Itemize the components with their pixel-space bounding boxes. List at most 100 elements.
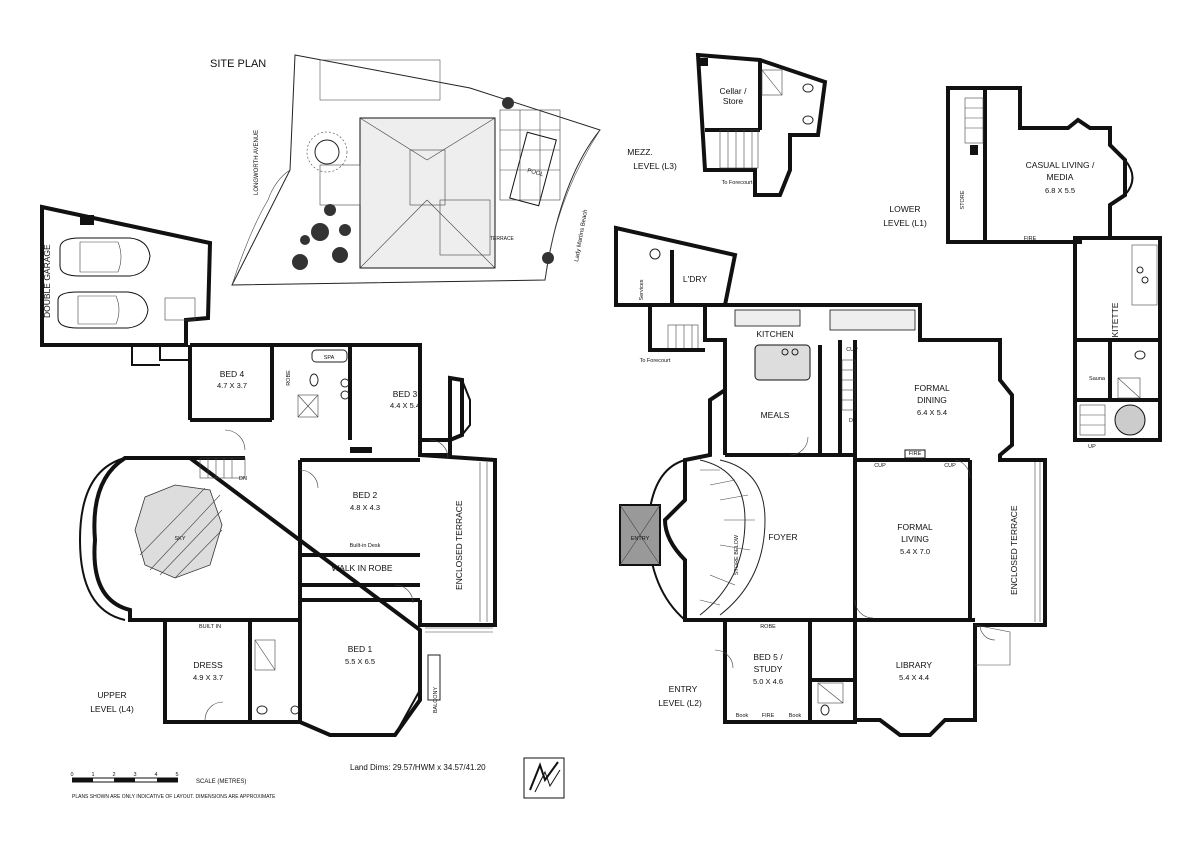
svg-text:L'DRY: L'DRY <box>683 274 707 284</box>
upper-level-subtitle: LEVEL (L4) <box>90 704 134 714</box>
svg-text:TERRACE: TERRACE <box>490 236 515 242</box>
svg-text:BED 3: BED 3 <box>393 389 418 399</box>
svg-text:ENCLOSED TERRACE: ENCLOSED TERRACE <box>1009 505 1019 595</box>
svg-text:WALK IN ROBE: WALK IN ROBE <box>331 563 392 573</box>
svg-text:Lady Martins Beach: Lady Martins Beach <box>574 209 589 262</box>
svg-text:BED 5 /: BED 5 / <box>753 652 783 662</box>
svg-text:Services: Services <box>639 279 645 300</box>
disclaimer: PLANS SHOWN ARE ONLY INDICATIVE OF LAYOU… <box>72 794 276 800</box>
site-pool <box>509 131 557 207</box>
svg-text:4.7 X 3.7: 4.7 X 3.7 <box>217 381 247 390</box>
mezz-walls <box>695 52 828 197</box>
svg-text:POOL: POOL <box>526 168 544 178</box>
svg-text:DINING: DINING <box>917 395 947 405</box>
svg-text:Built-in Desk: Built-in Desk <box>350 543 381 549</box>
site-plan: SITE PLAN POOL TERRACE <box>210 54 601 286</box>
svg-text:DOUBLE GARAGE: DOUBLE GARAGE <box>42 244 52 318</box>
svg-text:1: 1 <box>91 772 94 778</box>
svg-text:BED 2: BED 2 <box>353 490 378 500</box>
svg-text:BED 4: BED 4 <box>220 369 245 379</box>
svg-text:4: 4 <box>154 772 157 778</box>
svg-text:FORMAL: FORMAL <box>914 383 950 393</box>
svg-text:KITCHEN: KITCHEN <box>756 329 793 339</box>
upper-level-plan: DOUBLE GARAGE <box>40 204 497 737</box>
svg-text:CUP: CUP <box>944 463 956 469</box>
lower-level-title: LOWER <box>889 204 920 214</box>
upper-stair <box>199 457 246 479</box>
svg-text:FORMAL: FORMAL <box>897 522 933 532</box>
svg-text:FIRE: FIRE <box>762 713 775 719</box>
kitchen-island <box>754 344 811 381</box>
svg-text:5.4 X 7.0: 5.4 X 7.0 <box>900 547 930 556</box>
svg-text:BED 1: BED 1 <box>348 644 373 654</box>
svg-text:6.8 X 5.5: 6.8 X 5.5 <box>1045 186 1075 195</box>
north-arrow-icon <box>523 757 565 799</box>
svg-text:ENCLOSED TERRACE: ENCLOSED TERRACE <box>454 500 464 590</box>
svg-text:LIVING: LIVING <box>901 534 929 544</box>
svg-text:0: 0 <box>70 772 73 778</box>
svg-text:STORE: STORE <box>960 190 966 209</box>
svg-text:DN: DN <box>849 418 857 424</box>
site-house-footprint <box>359 117 496 269</box>
svg-text:5: 5 <box>175 772 178 778</box>
svg-text:CUP: CUP <box>874 463 886 469</box>
svg-text:To Forecourt: To Forecourt <box>722 180 753 186</box>
svg-text:4.9 X 3.7: 4.9 X 3.7 <box>193 673 223 682</box>
scale-bar <box>72 777 178 783</box>
svg-text:To Forecourt: To Forecourt <box>640 358 671 364</box>
svg-text:SCALE (METRES): SCALE (METRES) <box>196 779 246 785</box>
svg-text:DN: DN <box>239 476 247 482</box>
svg-text:ENTRY: ENTRY <box>631 536 650 542</box>
svg-text:STORE BELOW: STORE BELOW <box>734 534 740 575</box>
entry-level-title: ENTRY <box>669 684 698 694</box>
upper-level-title: UPPER <box>97 690 126 700</box>
svg-text:5.0 X 4.6: 5.0 X 4.6 <box>753 677 783 686</box>
svg-text:LONGWORTH AVENUE: LONGWORTH AVENUE <box>254 130 260 195</box>
lower-feature-circle <box>1114 404 1146 436</box>
svg-text:BUILT IN: BUILT IN <box>199 624 221 630</box>
svg-text:FOYER: FOYER <box>768 532 797 542</box>
land-dimensions: Land Dims: 29.57/HWM x 34.57/41.20 <box>350 763 486 772</box>
toilet-icon <box>309 373 319 387</box>
lower-level-plan: CASUAL LIVING / MEDIA 6.8 X 5.5 STORE FI… <box>883 86 1162 450</box>
void-skylight <box>134 484 223 579</box>
svg-text:STUDY: STUDY <box>754 664 783 674</box>
svg-text:BALCONY: BALCONY <box>433 687 439 714</box>
svg-text:FIRE: FIRE <box>909 451 922 457</box>
svg-text:ROBE: ROBE <box>760 624 776 630</box>
services-laundry-walls <box>614 225 738 307</box>
svg-text:DRESS: DRESS <box>193 660 223 670</box>
kitette-walls <box>1073 236 1162 442</box>
svg-text:2: 2 <box>112 772 115 778</box>
site-plan-title: SITE PLAN <box>210 58 266 70</box>
entry-level-subtitle: LEVEL (L2) <box>658 698 702 708</box>
svg-text:CUP: CUP <box>846 347 858 353</box>
svg-text:SPA: SPA <box>324 355 335 361</box>
svg-text:MEALS: MEALS <box>761 410 790 420</box>
svg-text:Store: Store <box>723 96 744 106</box>
svg-text:6.4 X 5.4: 6.4 X 5.4 <box>917 408 947 417</box>
svg-text:SKY: SKY <box>174 536 185 542</box>
car-icon <box>57 291 149 329</box>
svg-text:Sauna: Sauna <box>1089 376 1106 382</box>
svg-text:4.4 X 5.4: 4.4 X 5.4 <box>390 401 420 410</box>
car-icon <box>59 237 151 277</box>
lower-level-subtitle: LEVEL (L1) <box>883 218 927 228</box>
svg-text:UP: UP <box>1088 444 1096 450</box>
svg-text:5.5 X 6.5: 5.5 X 6.5 <box>345 657 375 666</box>
svg-text:Book: Book <box>736 713 749 719</box>
mezz-level-subtitle: LEVEL (L3) <box>633 161 677 171</box>
spa-bath <box>311 349 348 363</box>
footer: Land Dims: 29.57/HWM x 34.57/41.20 0 1 2… <box>70 757 565 800</box>
svg-text:MEDIA: MEDIA <box>1047 172 1074 182</box>
svg-text:ROBE: ROBE <box>286 370 292 386</box>
mezz-level-title: MEZZ. <box>627 147 653 157</box>
svg-text:3: 3 <box>133 772 136 778</box>
svg-text:4.8 X 4.3: 4.8 X 4.3 <box>350 503 380 512</box>
entry-level-plan: Services L'DRY To Forecourt ENTRY <box>614 225 1047 737</box>
svg-text:LIBRARY: LIBRARY <box>896 660 933 670</box>
svg-text:Cellar /: Cellar / <box>720 86 748 96</box>
svg-text:FIRE: FIRE <box>1024 236 1037 242</box>
svg-text:CASUAL LIVING /: CASUAL LIVING / <box>1026 160 1095 170</box>
